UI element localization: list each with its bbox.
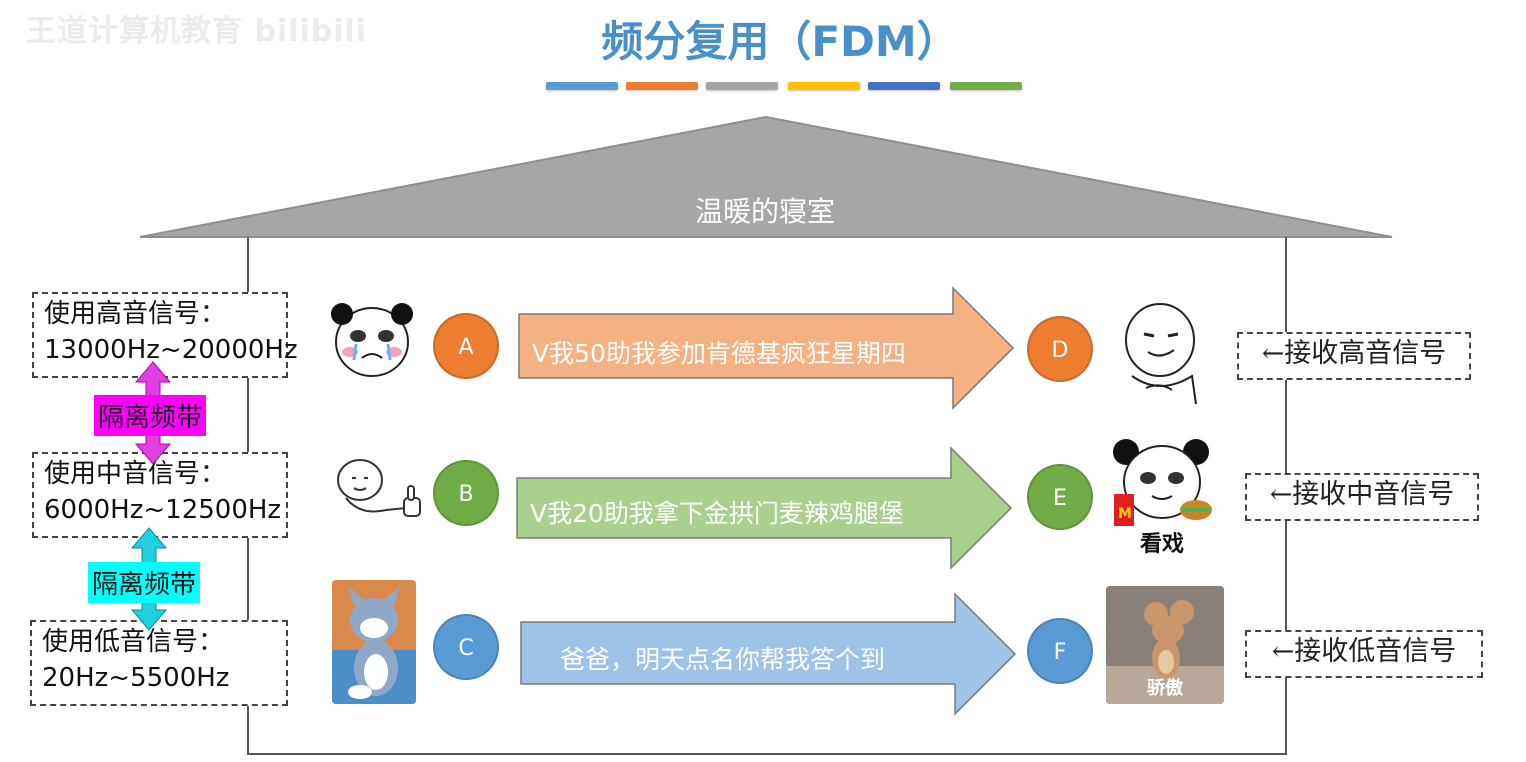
message-text-a-d: V我50助我参加肯德基疯狂星期四 [532, 339, 906, 368]
roof-triangle [139, 115, 1393, 238]
roof-label: 温暖的寝室 [694, 195, 835, 228]
message-arrow-c-f [520, 592, 1017, 716]
band-box-high: 使用高音信号： 13000Hz~20000Hz [32, 292, 298, 378]
watermark: 王道计算机教育 bilibili [26, 14, 368, 49]
jerry-mouse-proud-icon [1106, 586, 1224, 704]
message-text-c-f: 爸爸，明天点名你帮我答个到 [560, 645, 886, 674]
sender-a-picture [326, 300, 418, 380]
arrow-shape-b-e [516, 446, 1013, 570]
message-arrow-a-d [518, 286, 1015, 410]
sender-c-picture [332, 580, 416, 704]
receive-box-mid: ←接收中音信号 [1245, 473, 1479, 521]
tom-cat-praying-icon [332, 580, 416, 704]
message-text-b-e: V我20助我拿下金拱门麦辣鸡腿堡 [530, 499, 904, 528]
message-arrow-b-e [516, 446, 1013, 570]
receive-box-low: ←接收低音信号 [1245, 630, 1483, 678]
title-bar-2 [626, 82, 698, 90]
receiver-e-node: E [1027, 464, 1093, 530]
title-bar-1 [546, 82, 618, 90]
receiver-f-caption: 骄傲 [1147, 678, 1183, 699]
guard-band-label-1: 隔离频带 [94, 395, 207, 436]
receiver-d-node: D [1027, 316, 1093, 382]
page-title: 频分复用（FDM） [601, 17, 959, 66]
receiver-f-node: F [1027, 618, 1093, 684]
title-bar-6 [950, 82, 1022, 90]
band-low-line1: 使用低音信号： [42, 627, 225, 657]
title-bar-3 [706, 82, 778, 90]
band-high-line2: 13000Hz~20000Hz [44, 335, 298, 365]
panda-meme-watching-icon: M [1113, 439, 1212, 526]
receive-box-high: ←接收高音信号 [1237, 332, 1471, 380]
panda-meme-crying-icon [331, 303, 413, 377]
thumbs-up-meme-icon [337, 459, 421, 517]
receiver-e-picture: M 看戏 [1104, 436, 1220, 560]
band-low-line2: 20Hz~5500Hz [42, 663, 230, 693]
band-high-line1: 使用高音信号： [44, 299, 227, 329]
band-mid-line2: 6000Hz~12500Hz [44, 495, 282, 525]
title-bar-5 [868, 82, 940, 90]
guard-band-label-2: 隔离频带 [88, 562, 201, 603]
receiver-e-caption: 看戏 [1139, 532, 1184, 557]
panda-meme-smug-icon [1125, 303, 1197, 405]
receiver-d-picture [1112, 300, 1210, 410]
sender-b-node: B [433, 460, 499, 526]
receiver-f-picture: 骄傲 [1106, 586, 1224, 704]
arrow-shape-a-d [518, 286, 1015, 410]
sender-c-node: C [433, 614, 499, 680]
band-mid-line1: 使用中音信号： [44, 459, 227, 489]
band-box-low: 使用低音信号： 20Hz~5500Hz [30, 620, 288, 706]
title-bar-4 [788, 82, 860, 90]
arrow-shape-c-f [520, 592, 1017, 716]
sender-b-picture [326, 456, 426, 522]
svg-text:M: M [1118, 506, 1132, 522]
sender-a-node: A [433, 313, 499, 379]
